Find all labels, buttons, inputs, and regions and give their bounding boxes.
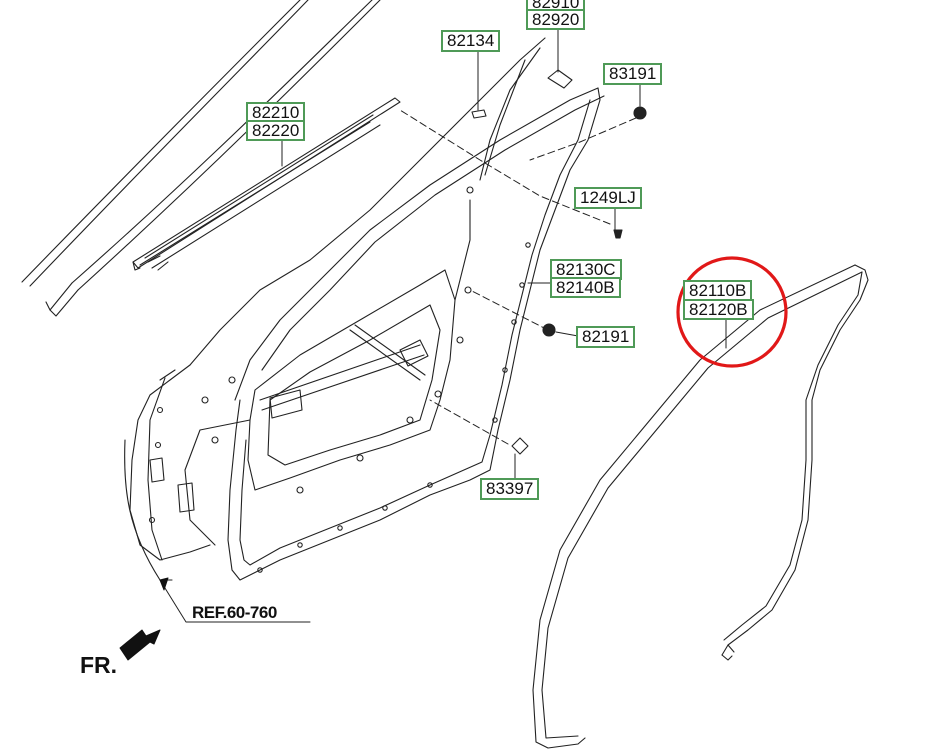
- callout-82140b[interactable]: 82140B: [550, 277, 621, 298]
- small-parts: [471, 69, 647, 455]
- callout-82130c[interactable]: 82130C: [550, 259, 622, 280]
- callout-82191[interactable]: 82191: [576, 326, 636, 348]
- assembly-lines: [399, 109, 637, 445]
- outer-moulding-strip: [21, 0, 381, 317]
- front-direction-label: FR.: [80, 652, 118, 678]
- callout-82110b[interactable]: 82110B: [683, 280, 753, 301]
- reference-label[interactable]: REF.60-760: [192, 603, 277, 622]
- callout-82220[interactable]: 82220: [246, 120, 306, 141]
- leader-lines: [159, 27, 727, 623]
- callout-83191[interactable]: 83191: [603, 63, 663, 85]
- callout-83397[interactable]: 83397: [480, 478, 540, 500]
- fr-arrow: [119, 629, 161, 661]
- callout-82120b[interactable]: 82120B: [683, 299, 754, 320]
- opening-weatherstrip: [532, 264, 869, 749]
- callout-82134[interactable]: 82134: [441, 30, 501, 52]
- belt-weatherstrip: [132, 97, 401, 271]
- callout-1249lj[interactable]: 1249LJ: [574, 187, 642, 209]
- door-frame: [124, 37, 605, 581]
- highlight-circle: [676, 256, 788, 368]
- callout-82920[interactable]: 82920: [526, 9, 586, 30]
